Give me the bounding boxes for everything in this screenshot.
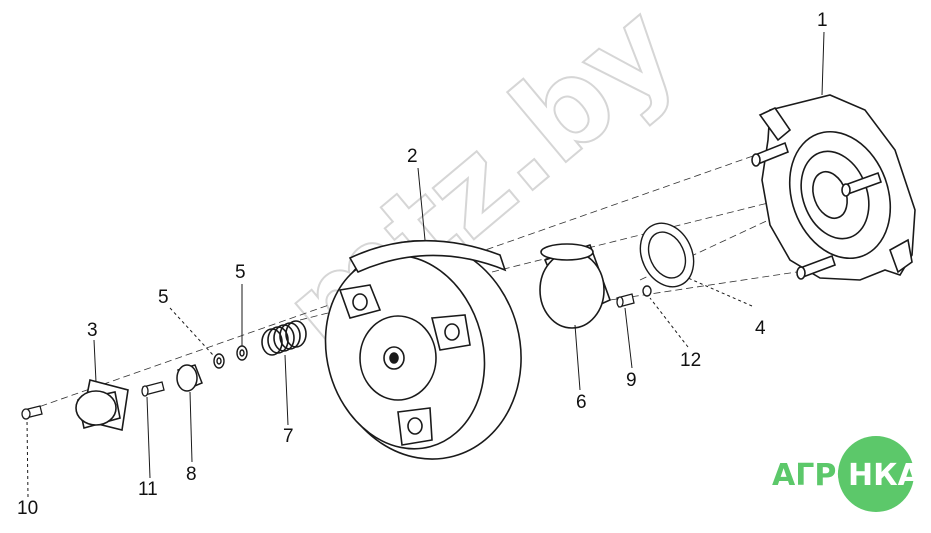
leader-4: [687, 277, 753, 307]
part-4-gasket: [639, 222, 695, 288]
leader-12: [649, 297, 689, 348]
callout-7: 7: [283, 426, 294, 447]
callout-8: 8: [186, 464, 197, 485]
callout-labels: 1 2 3 4 5 5 6 7 8 9 10 11 12: [17, 10, 828, 519]
leader-7: [284, 354, 289, 426]
part-2-housing: [324, 239, 522, 460]
part-8-disc: [176, 364, 203, 392]
leader-10: [26, 419, 29, 498]
logo-text-right: НКА: [848, 458, 922, 493]
part-10-bolt: [21, 405, 43, 420]
part-7-spring: [261, 320, 307, 356]
stud-bottom: [796, 254, 837, 280]
leader-3: [93, 339, 97, 383]
part-11-screw: [141, 381, 165, 397]
callout-12: 12: [680, 350, 701, 371]
callout-3: 3: [87, 320, 98, 341]
agronka-logo: АГРО НКА: [772, 436, 922, 512]
part-12-nut: [642, 285, 652, 297]
logo-circle: [838, 436, 914, 512]
callout-2: 2: [407, 146, 418, 167]
part-6-cylinder-cover: [539, 243, 612, 329]
leader-2: [417, 167, 426, 241]
part-9-bolt: [616, 293, 635, 308]
part-3-flange-cap: [75, 379, 129, 431]
callout-4: 4: [755, 318, 766, 339]
leader-6: [574, 324, 581, 391]
callout-11: 11: [138, 479, 158, 500]
leader-8: [189, 391, 193, 463]
logo-text-left: АГРО: [772, 458, 862, 493]
part-5-washers: [213, 345, 248, 369]
callout-10: 10: [17, 498, 38, 519]
leader-9: [624, 307, 633, 369]
callout-6: 6: [576, 392, 587, 413]
callout-5-right: 5: [235, 262, 246, 283]
callout-5-left: 5: [158, 287, 169, 308]
stud-top: [751, 141, 789, 167]
leader-11: [146, 396, 151, 479]
axis-line-lower: [609, 269, 811, 301]
leader-1: [821, 31, 825, 96]
axis-line-main: [29, 149, 771, 411]
callout-1: 1: [817, 10, 828, 31]
leader-lines: [26, 31, 825, 498]
callout-9: 9: [626, 370, 637, 391]
part-1-back-plate: [751, 94, 916, 281]
stud-right: [841, 171, 883, 197]
leader-5-left: [169, 307, 214, 356]
